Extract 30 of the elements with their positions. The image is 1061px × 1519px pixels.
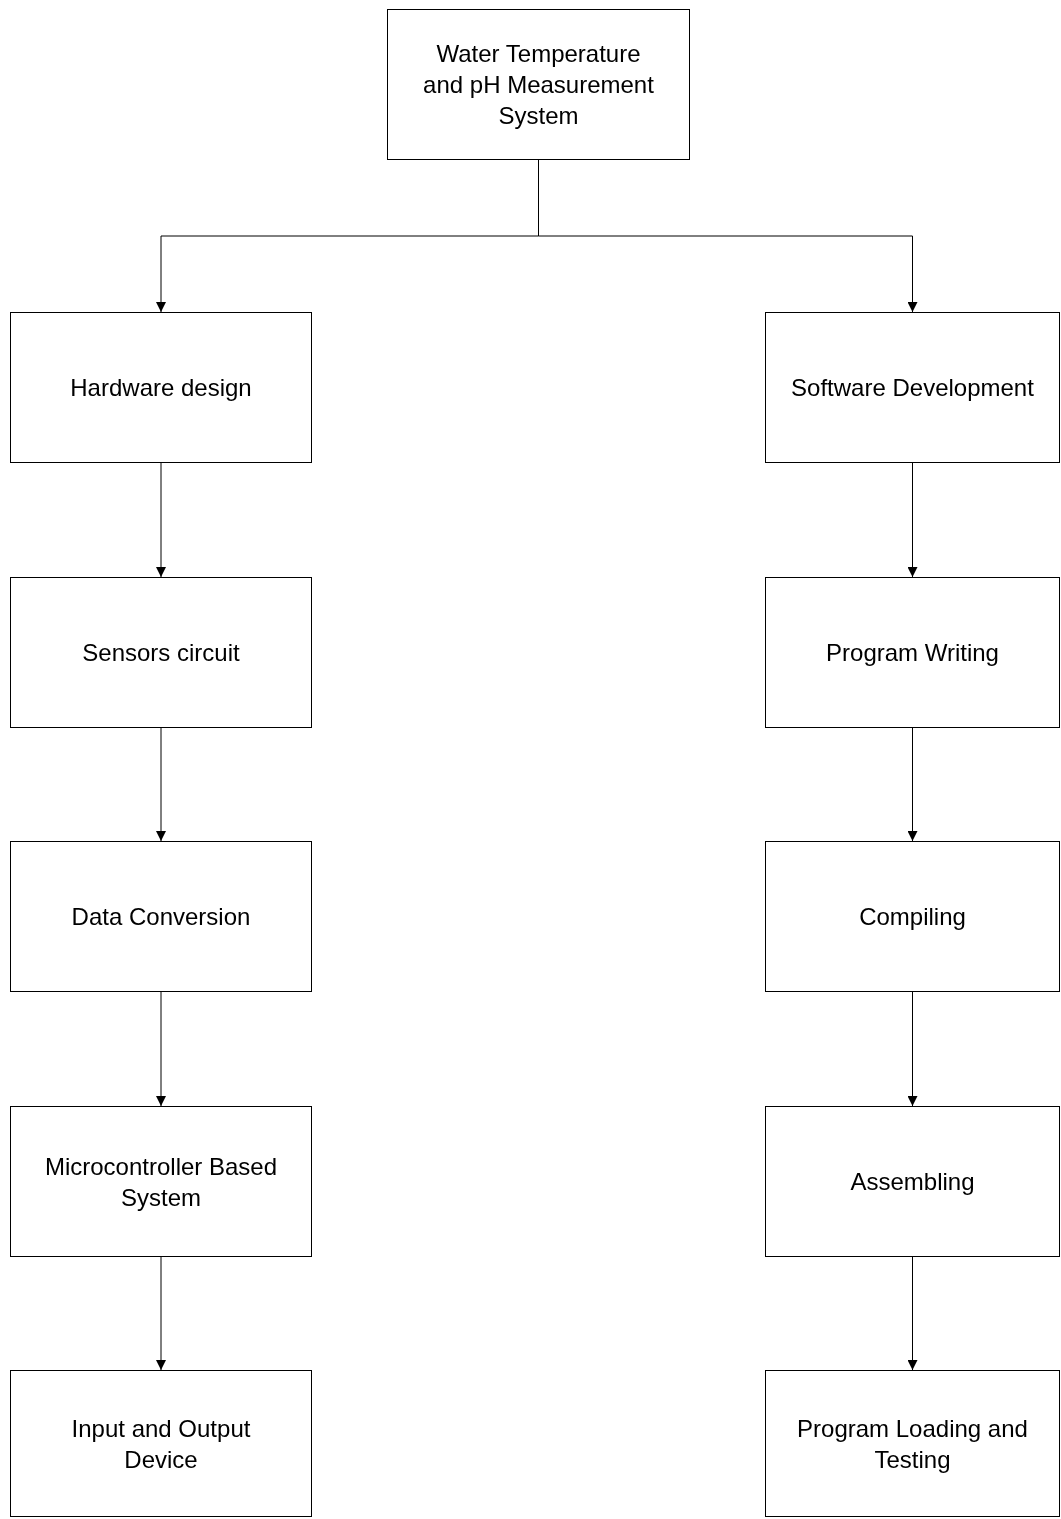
process-box [10,1370,312,1517]
process-box [10,577,312,728]
arrow [907,991,918,1107]
arrow [156,991,166,1107]
process-box [765,577,1060,728]
arrow [907,462,918,578]
process-box [10,1106,312,1257]
node-label: Program Writing [825,638,1000,668]
process-box [765,841,1060,992]
node-label: Water Temperature and pH Measurement System [422,39,655,131]
process-box [765,312,1060,463]
node-label: Program Loading and Testing [796,1413,1029,1475]
arrow [156,727,166,842]
process-box [765,1370,1060,1517]
arrow [156,1256,166,1371]
node-label: Microcontroller Based System [43,1151,279,1213]
process-box [10,312,312,463]
arrow [907,727,918,842]
process-box [10,841,312,992]
node-label: Hardware design [69,373,253,403]
process-box [765,1106,1060,1257]
node-label: Input and Output Device [70,1413,252,1475]
node-label: Sensors circuit [81,638,241,668]
node-label: Software Development [790,373,1035,403]
node-label: Assembling [849,1167,976,1197]
arrow [907,1256,918,1371]
node-label: Compiling [858,902,967,932]
process-box [387,9,690,160]
arrow [156,462,166,578]
node-label: Data Conversion [70,902,252,932]
